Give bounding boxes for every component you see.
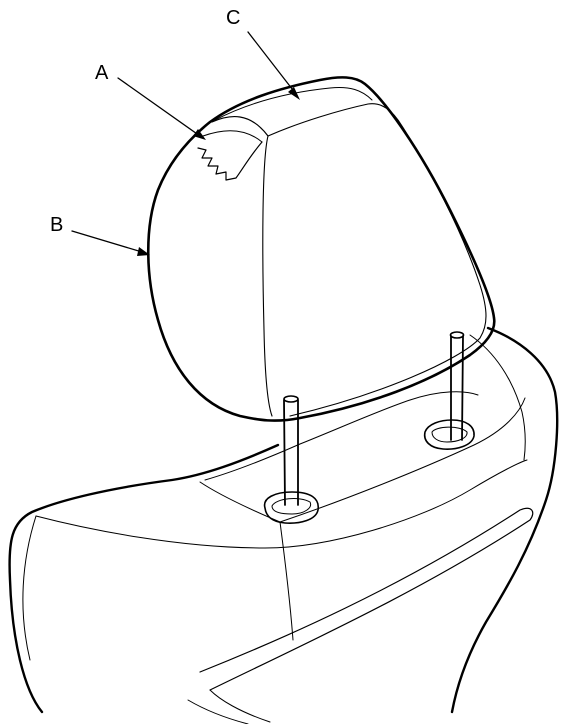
seat-side-trim-inner [187, 689, 271, 724]
seat-back [8, 326, 559, 724]
seat-back-left-seam [22, 515, 37, 661]
callout-label-c: C [226, 7, 241, 29]
callout-label-a: A [95, 62, 109, 84]
headrest-peeled-cover-inner [202, 130, 263, 143]
post-left-bezel-inner [271, 498, 312, 515]
post-right-rod [450, 335, 464, 441]
seat-back-shoulder-line [469, 334, 526, 461]
post-left-top [283, 395, 299, 403]
headrest [146, 76, 496, 422]
post-right-bezel [423, 419, 475, 450]
headrest-post-right [423, 331, 475, 450]
seat-side-trim [199, 507, 534, 691]
seat-back-top-seam [204, 391, 479, 481]
callout-label-b: B [50, 214, 64, 236]
seat-back-front-edge [35, 459, 528, 549]
headrest-front-panel [262, 103, 487, 417]
post-right-bezel-inner [431, 426, 468, 443]
headrest-post-left [263, 395, 319, 524]
seat-back-outline [8, 326, 559, 714]
post-left-rod [283, 399, 299, 506]
headrest-top-ridge [214, 87, 373, 121]
arrow-a-head [193, 129, 206, 140]
headrest-peeled-cover [197, 116, 269, 181]
arrow-a-line [117, 77, 201, 137]
arrow-b-line [71, 230, 143, 253]
leader-arrows [71, 31, 300, 256]
arrow-c-head [288, 87, 300, 100]
arrow-c-line [247, 31, 297, 95]
headrest-outline [146, 76, 496, 422]
seat-back-center-seam [279, 521, 294, 641]
arrow-b-head [137, 247, 150, 256]
post-right-top [449, 331, 465, 339]
post-left-bezel [263, 491, 319, 524]
